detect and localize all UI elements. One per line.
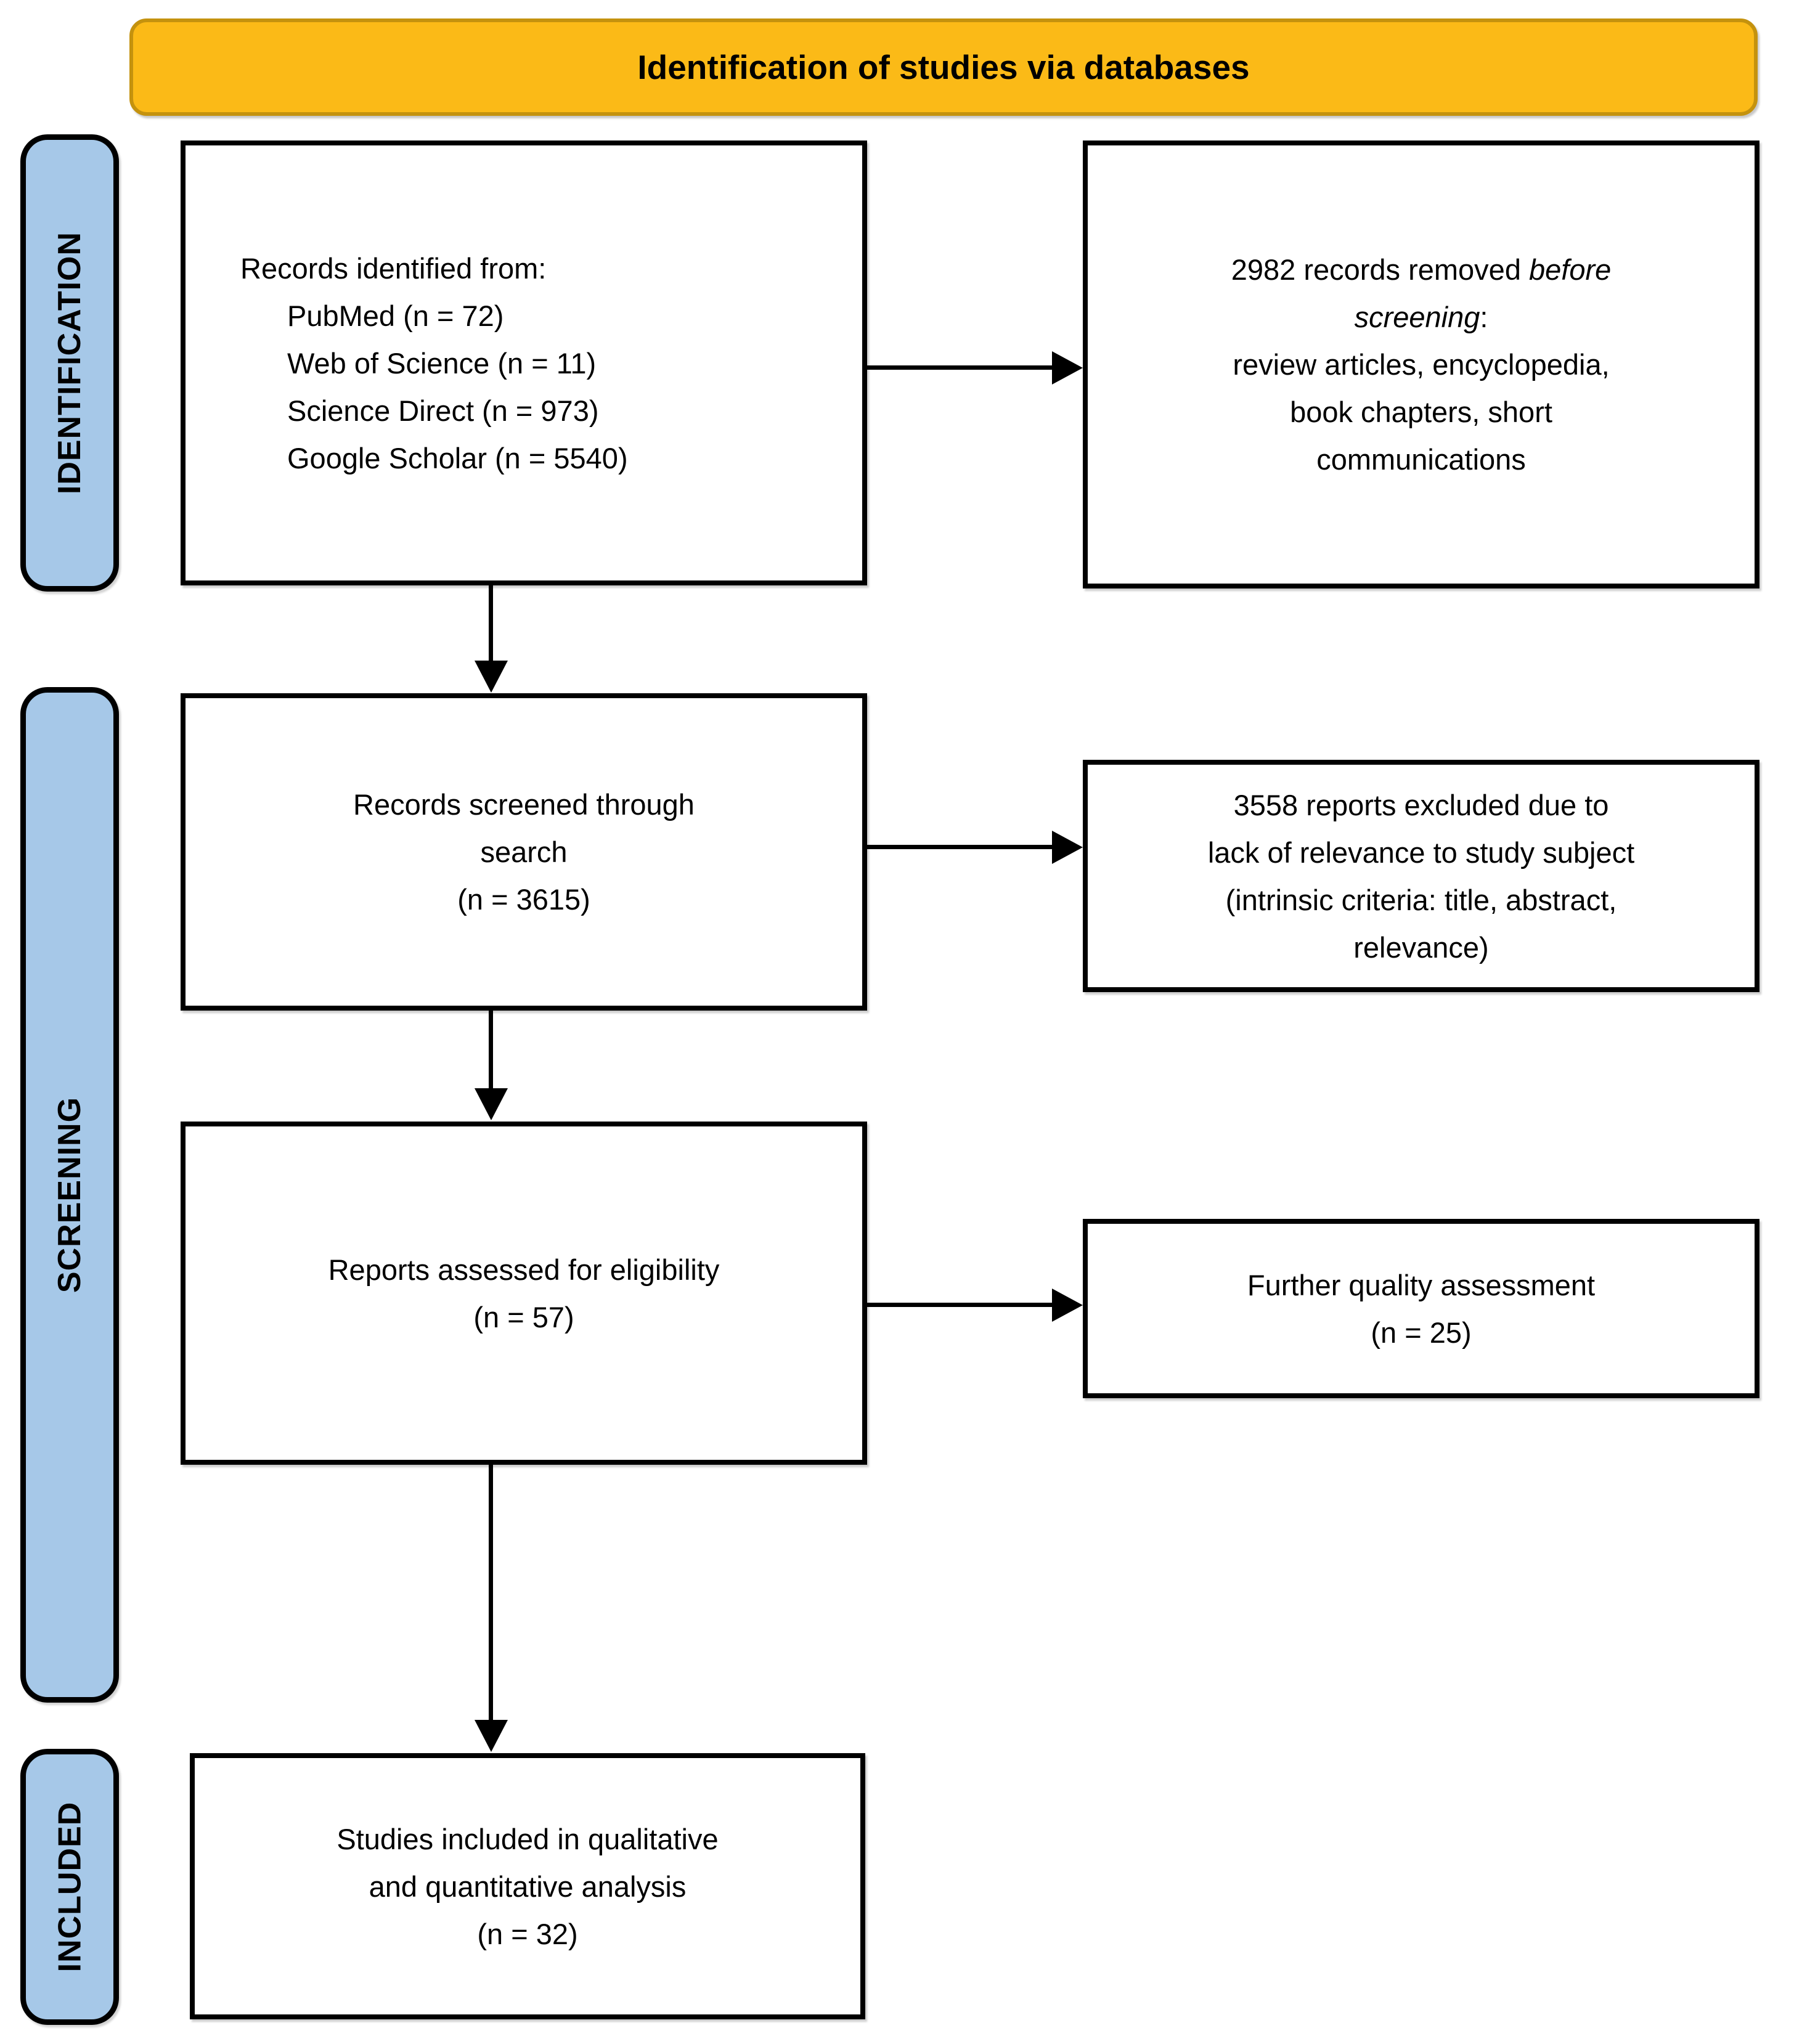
records-screened-line-2: search — [480, 836, 568, 868]
arrow-identified-to-screened-head — [475, 661, 508, 693]
arrow-screened-to-excluded-shaft — [867, 845, 1052, 849]
records-removed-line1: 2982 records removed before — [1088, 246, 1755, 293]
reports-excluded-line-2: lack of relevance to study subject — [1207, 836, 1635, 869]
arrow-assessed-to-quality-shaft — [867, 1303, 1052, 1307]
records-removed-line2: screening: — [1088, 293, 1755, 341]
studies-included-box: Studies included in qualitative and quan… — [190, 1753, 865, 2019]
arrow-identified-to-removed-head — [1052, 351, 1083, 385]
stage-screening: SCREENING — [20, 687, 119, 1703]
arrow-identified-to-removed-shaft — [867, 365, 1052, 370]
records-removed-box: 2982 records removed before screening: r… — [1083, 140, 1759, 588]
banner-identification-via-databases: Identification of studies via databases — [129, 18, 1758, 116]
reports-assessed-count: (n = 57) — [473, 1300, 574, 1333]
records-removed-italic-before: before — [1529, 253, 1612, 286]
reports-excluded-line-4: relevance) — [1353, 930, 1489, 964]
records-removed-count-text: 2982 records removed — [1231, 253, 1530, 286]
reports-excluded-box: 3558 reports excluded due to lack of rel… — [1083, 760, 1759, 992]
arrow-screened-to-assessed-shaft — [489, 1011, 493, 1088]
quality-assessment-count: (n = 25) — [1371, 1316, 1472, 1349]
reports-excluded-line-3: (intrinsic criteria: title, abstract, — [1225, 883, 1617, 916]
source-pubmed: PubMed (n = 72) — [287, 299, 504, 332]
records-removed-reason-2: book chapters, short — [1290, 396, 1552, 428]
source-web-of-science: Web of Science (n = 11) — [287, 346, 597, 380]
records-removed-italic-screening: screening — [1354, 301, 1480, 333]
banner-title: Identification of studies via databases — [637, 48, 1250, 86]
records-identified-box: Records identified from: PubMed (n = 72)… — [181, 140, 867, 585]
records-screened-box: Records screened through search (n = 361… — [181, 693, 867, 1011]
records-screened-line-1: Records screened through — [353, 788, 695, 821]
arrow-assessed-to-included-head — [475, 1720, 508, 1752]
source-google-scholar: Google Scholar (n = 5540) — [287, 441, 628, 474]
records-removed-colon: : — [1480, 301, 1488, 333]
arrow-identified-to-screened-shaft — [489, 585, 493, 661]
stage-included-label: INCLUDED — [52, 1801, 88, 1973]
stage-identification: IDENTIFICATION — [20, 134, 119, 592]
arrow-screened-to-excluded-head — [1052, 831, 1083, 864]
reports-excluded-line-1: 3558 reports excluded due to — [1233, 788, 1609, 821]
quality-assessment-box: Further quality assessment (n = 25) — [1083, 1219, 1759, 1398]
reports-assessed-box: Reports assessed for eligibility (n = 57… — [181, 1122, 867, 1465]
stage-included: INCLUDED — [20, 1749, 119, 2025]
arrow-assessed-to-quality-head — [1052, 1289, 1083, 1322]
arrow-assessed-to-included-shaft — [489, 1465, 493, 1720]
stage-identification-label: IDENTIFICATION — [52, 231, 88, 495]
records-identified-intro: Records identified from: — [240, 251, 547, 285]
reports-assessed-line-1: Reports assessed for eligibility — [328, 1253, 720, 1286]
studies-included-count: (n = 32) — [477, 1917, 578, 1950]
records-removed-reason-1: review articles, encyclopedia, — [1233, 348, 1610, 381]
studies-included-line-2: and quantitative analysis — [369, 1870, 687, 1903]
stage-screening-label: SCREENING — [52, 1096, 88, 1293]
quality-assessment-line-1: Further quality assessment — [1247, 1268, 1596, 1301]
studies-included-line-1: Studies included in qualitative — [336, 1822, 719, 1855]
records-screened-count: (n = 3615) — [457, 883, 590, 916]
arrow-screened-to-assessed-head — [475, 1088, 508, 1120]
source-science-direct: Science Direct (n = 973) — [287, 394, 599, 427]
records-removed-reason-3: communications — [1316, 443, 1526, 476]
